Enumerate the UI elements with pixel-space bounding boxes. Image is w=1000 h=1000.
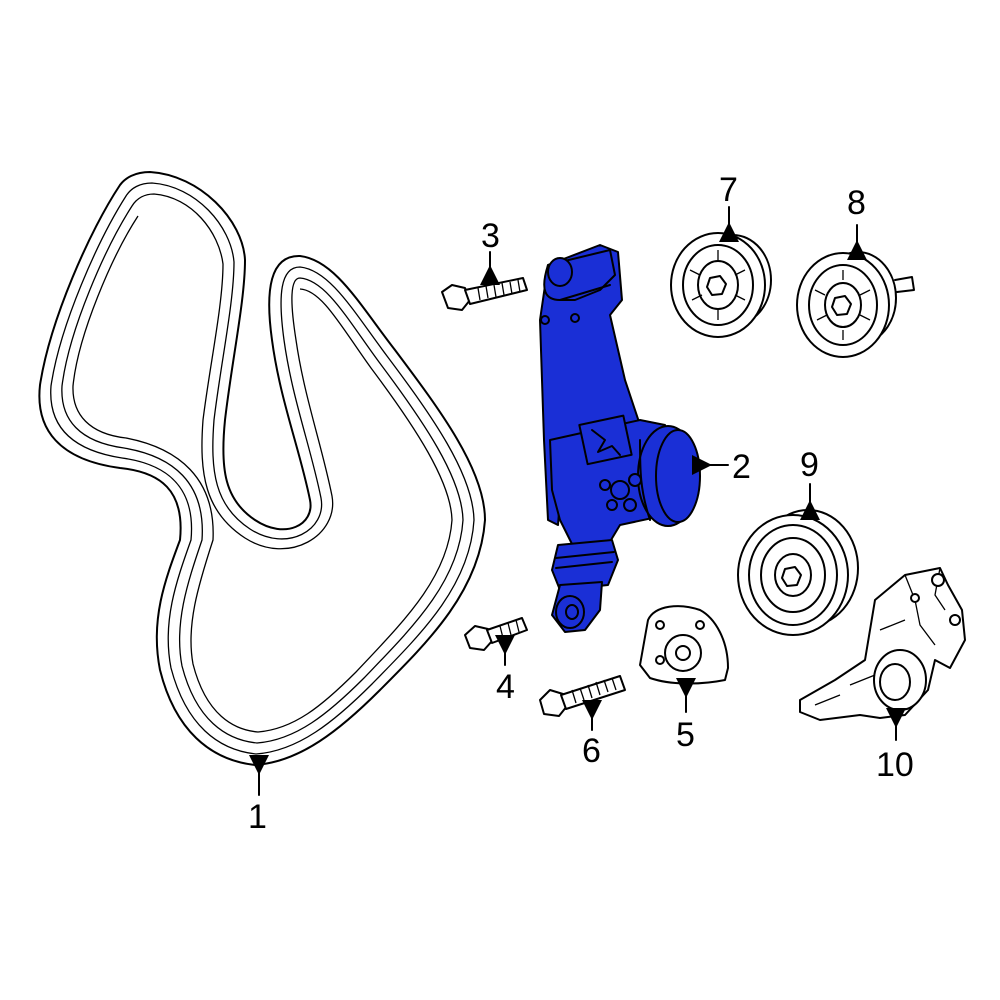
part-8-idler-pulley[interactable]: 8 [796,184,915,358]
part-3-bolt[interactable]: 3 [441,217,528,311]
callout-2: 2 [732,448,751,486]
callout-7: 7 [719,171,738,209]
part-9-idler-pulley[interactable]: 9 [737,446,859,636]
part-1-serpentine-belt[interactable]: 1 [38,171,486,836]
callout-10: 10 [876,746,914,784]
part-6-bolt[interactable]: 6 [539,675,626,770]
callout-8: 8 [847,184,866,222]
part-10-tensioner-assembly[interactable]: 10 [799,567,966,784]
part-5-bracket[interactable]: 5 [639,605,729,754]
callout-1: 1 [248,798,267,836]
callout-5: 5 [676,716,695,754]
callout-4: 4 [496,668,515,706]
part-7-idler-pulley[interactable]: 7 [670,171,772,338]
part-4-bolt[interactable]: 4 [464,617,528,706]
callout-6: 6 [582,732,601,770]
callout-3: 3 [481,217,500,255]
part-2-belt-tensioner[interactable]: 2 [539,244,751,633]
callout-9: 9 [800,446,819,484]
